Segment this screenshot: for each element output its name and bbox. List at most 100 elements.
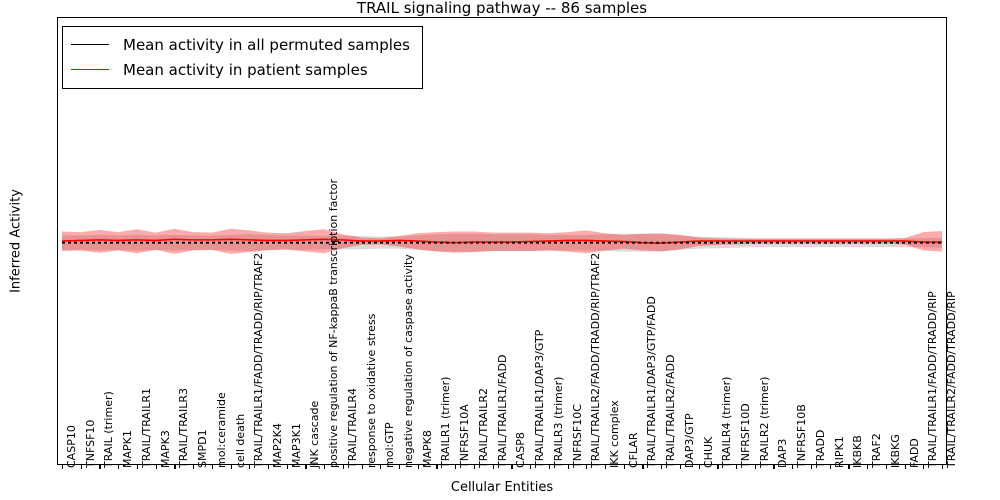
legend-item: Mean activity in patient samples bbox=[71, 57, 410, 82]
x-tick-label: FADD bbox=[907, 438, 921, 468]
x-tick-mark bbox=[342, 465, 345, 469]
x-tick-label: IKBKB bbox=[851, 435, 865, 468]
x-tick-label: TRAIL/TRAILR1 bbox=[139, 388, 153, 468]
x-tick-label: TRAIL/TRAILR4 bbox=[345, 388, 359, 468]
x-tick-mark bbox=[399, 465, 401, 469]
x-tick-mark bbox=[436, 465, 438, 469]
x-tick-mark bbox=[867, 465, 869, 469]
x-tick-mark bbox=[810, 465, 813, 469]
x-tick-label: mol:GTP bbox=[383, 422, 397, 468]
x-tick-mark bbox=[586, 465, 588, 469]
x-tick-mark bbox=[230, 465, 232, 469]
x-tick-label: TRAIL/TRAILR1/FADD/TRADD/RIP bbox=[926, 291, 940, 468]
x-tick-label: response to oxidative stress bbox=[364, 313, 378, 468]
x-tick-mark bbox=[623, 465, 625, 469]
x-tick-label: MAP2K4 bbox=[270, 423, 284, 468]
x-tick-label: CASP10 bbox=[65, 425, 78, 468]
x-tick-mark bbox=[492, 465, 494, 469]
x-tick-label: TRAIL (trimer) bbox=[102, 391, 116, 468]
x-tick-mark bbox=[511, 465, 513, 469]
x-tick-mark bbox=[736, 465, 738, 469]
x-tick-mark bbox=[885, 465, 888, 469]
x-tick-mark bbox=[361, 465, 363, 469]
x-tick-mark bbox=[530, 465, 532, 469]
x-tick-mark bbox=[417, 465, 419, 469]
x-tick-label: MAP3K1 bbox=[289, 423, 303, 468]
plot-area bbox=[57, 17, 947, 465]
x-tick-label: TRAILR2 (trimer) bbox=[757, 376, 771, 468]
x-tick-mark bbox=[661, 465, 663, 469]
x-tick-label: CFLAR bbox=[626, 432, 640, 468]
x-tick-mark bbox=[62, 465, 64, 469]
x-tick-label: TRAILR1 (trimer) bbox=[439, 376, 453, 468]
x-tick-label: SMPD1 bbox=[196, 429, 210, 468]
x-tick-mark bbox=[249, 465, 251, 469]
x-tick-mark bbox=[773, 465, 775, 469]
x-tick-label: TRAIL/TRAILR1/FADD/TRADD/RIP/TRAF2 bbox=[252, 252, 266, 468]
x-tick-mark bbox=[679, 465, 682, 469]
legend-label: Mean activity in patient samples bbox=[123, 60, 368, 79]
x-tick-label: IKK complex bbox=[607, 400, 621, 468]
x-tick-mark bbox=[473, 465, 476, 469]
x-tick-label: TNFSF10 bbox=[83, 419, 97, 468]
x-tick-mark bbox=[942, 465, 944, 469]
x-tick-mark bbox=[99, 465, 101, 469]
x-tick-label: TNFRSF10C bbox=[570, 404, 584, 468]
x-tick-label: TRAILR4 (trimer) bbox=[720, 376, 734, 468]
x-tick-mark bbox=[155, 465, 157, 469]
x-tick-label: TRAIL/TRAILR1/FADD bbox=[495, 354, 509, 468]
x-tick-mark bbox=[380, 465, 382, 469]
x-tick-label: TRAF2 bbox=[870, 433, 884, 468]
legend-label: Mean activity in all permuted samples bbox=[123, 35, 410, 54]
x-tick-label: CASP8 bbox=[514, 432, 528, 468]
x-tick-mark bbox=[567, 465, 569, 469]
x-tick-label: negative regulation of caspase activity bbox=[402, 254, 416, 468]
legend-line-icon bbox=[71, 44, 109, 45]
x-tick-mark bbox=[792, 465, 794, 469]
legend-line-icon bbox=[71, 69, 109, 70]
plot-svg bbox=[58, 228, 942, 254]
x-tick-label: MAPK1 bbox=[121, 430, 135, 468]
x-tick-label: TRAIL/TRAILR3 bbox=[177, 388, 191, 468]
x-tick-label: TNFRSF10B bbox=[795, 404, 809, 468]
x-tick-label: TRAIL/TRAILR2/FADD/TRADD/RIP/TRAF2 bbox=[589, 252, 603, 468]
x-tick-label: DAP3 bbox=[776, 438, 790, 468]
x-axis-label: Cellular Entities bbox=[450, 480, 554, 495]
x-tick-label: MAPK8 bbox=[420, 430, 434, 468]
x-tick-mark bbox=[305, 465, 307, 469]
x-tick-mark bbox=[324, 465, 326, 469]
x-tick-mark bbox=[754, 465, 756, 469]
x-tick-label: cell death bbox=[233, 413, 247, 468]
x-tick-mark bbox=[642, 465, 644, 469]
x-tick-label: JNK cascade bbox=[308, 400, 322, 468]
legend-item: Mean activity in all permuted samples bbox=[71, 32, 410, 57]
y-axis-label: Inferred Activity bbox=[8, 189, 24, 293]
x-tick-mark bbox=[211, 465, 213, 469]
x-tick-label: RIPK1 bbox=[832, 436, 846, 468]
x-tick-mark bbox=[548, 465, 550, 469]
x-tick-label: CHUK bbox=[701, 436, 715, 468]
x-tick-label: TNFRSF10D bbox=[739, 403, 753, 468]
x-tick-label: TRAIL/TRAILR2/FADD bbox=[664, 354, 678, 468]
x-tick-mark bbox=[923, 465, 925, 469]
x-tick-mark bbox=[604, 465, 607, 469]
x-tick-mark bbox=[455, 465, 457, 469]
x-tick-mark bbox=[80, 465, 82, 469]
x-tick-mark bbox=[829, 465, 831, 469]
x-tick-label: TRADD bbox=[813, 429, 827, 468]
x-tick-label: TNFRSF10A bbox=[458, 404, 472, 468]
x-tick-label: positive regulation of NF-kappaB transcr… bbox=[327, 179, 341, 468]
x-tick-mark bbox=[286, 465, 288, 469]
x-tick-mark bbox=[848, 465, 850, 469]
x-tick-mark bbox=[174, 465, 176, 469]
x-tick-mark bbox=[717, 465, 719, 469]
chart-title: TRAIL signaling pathway -- 86 samples bbox=[356, 0, 648, 17]
x-tick-label: IKBKG bbox=[888, 434, 902, 468]
x-tick-label: MAPK3 bbox=[158, 430, 172, 468]
x-tick-mark bbox=[267, 465, 270, 469]
x-tick-mark bbox=[193, 465, 195, 469]
x-tick-mark bbox=[136, 465, 139, 469]
x-tick-label: TRAIL/TRAILR2/FADD/TRADD/RIP bbox=[945, 291, 958, 468]
